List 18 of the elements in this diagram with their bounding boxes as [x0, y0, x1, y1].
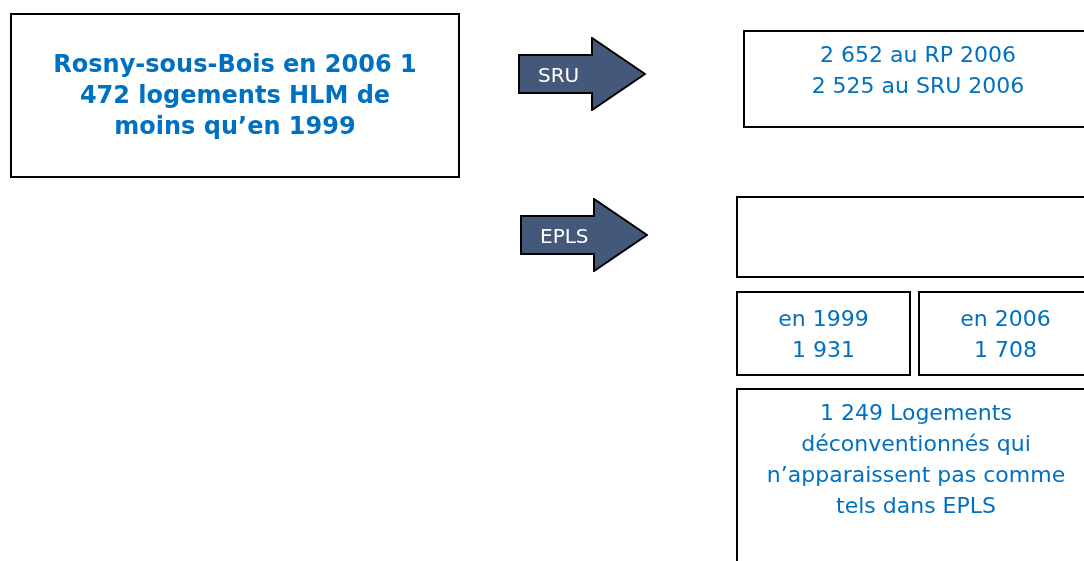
block-arrow — [520, 198, 648, 272]
text-box — [918, 291, 1084, 376]
text-box — [743, 30, 1084, 128]
text-box — [736, 196, 1084, 278]
box-text: Rosny-sous-Bois en 2006 1 472 logements HLM de moins qu’en 1999 — [52, 49, 418, 142]
box-text: 1 708 — [974, 335, 1037, 364]
box-text: en 1999 — [778, 304, 869, 333]
box-text: 2 525 au SRU 2006 — [811, 72, 1025, 100]
text-box — [736, 388, 1084, 561]
box-text: en 2006 — [960, 304, 1051, 333]
text-box — [10, 13, 460, 178]
arrow-label: EPLS — [540, 224, 589, 248]
text-box — [736, 291, 911, 376]
box-text: 1 931 — [792, 335, 855, 364]
box-text: 1 249 Logements déconventionnés qui n’apparaissent pas comme tels dans EPLS — [765, 399, 1067, 520]
block-arrow — [518, 37, 646, 111]
box-text: 2 652 au RP 2006 — [820, 41, 1016, 69]
arrow-label: SRU — [538, 63, 580, 87]
